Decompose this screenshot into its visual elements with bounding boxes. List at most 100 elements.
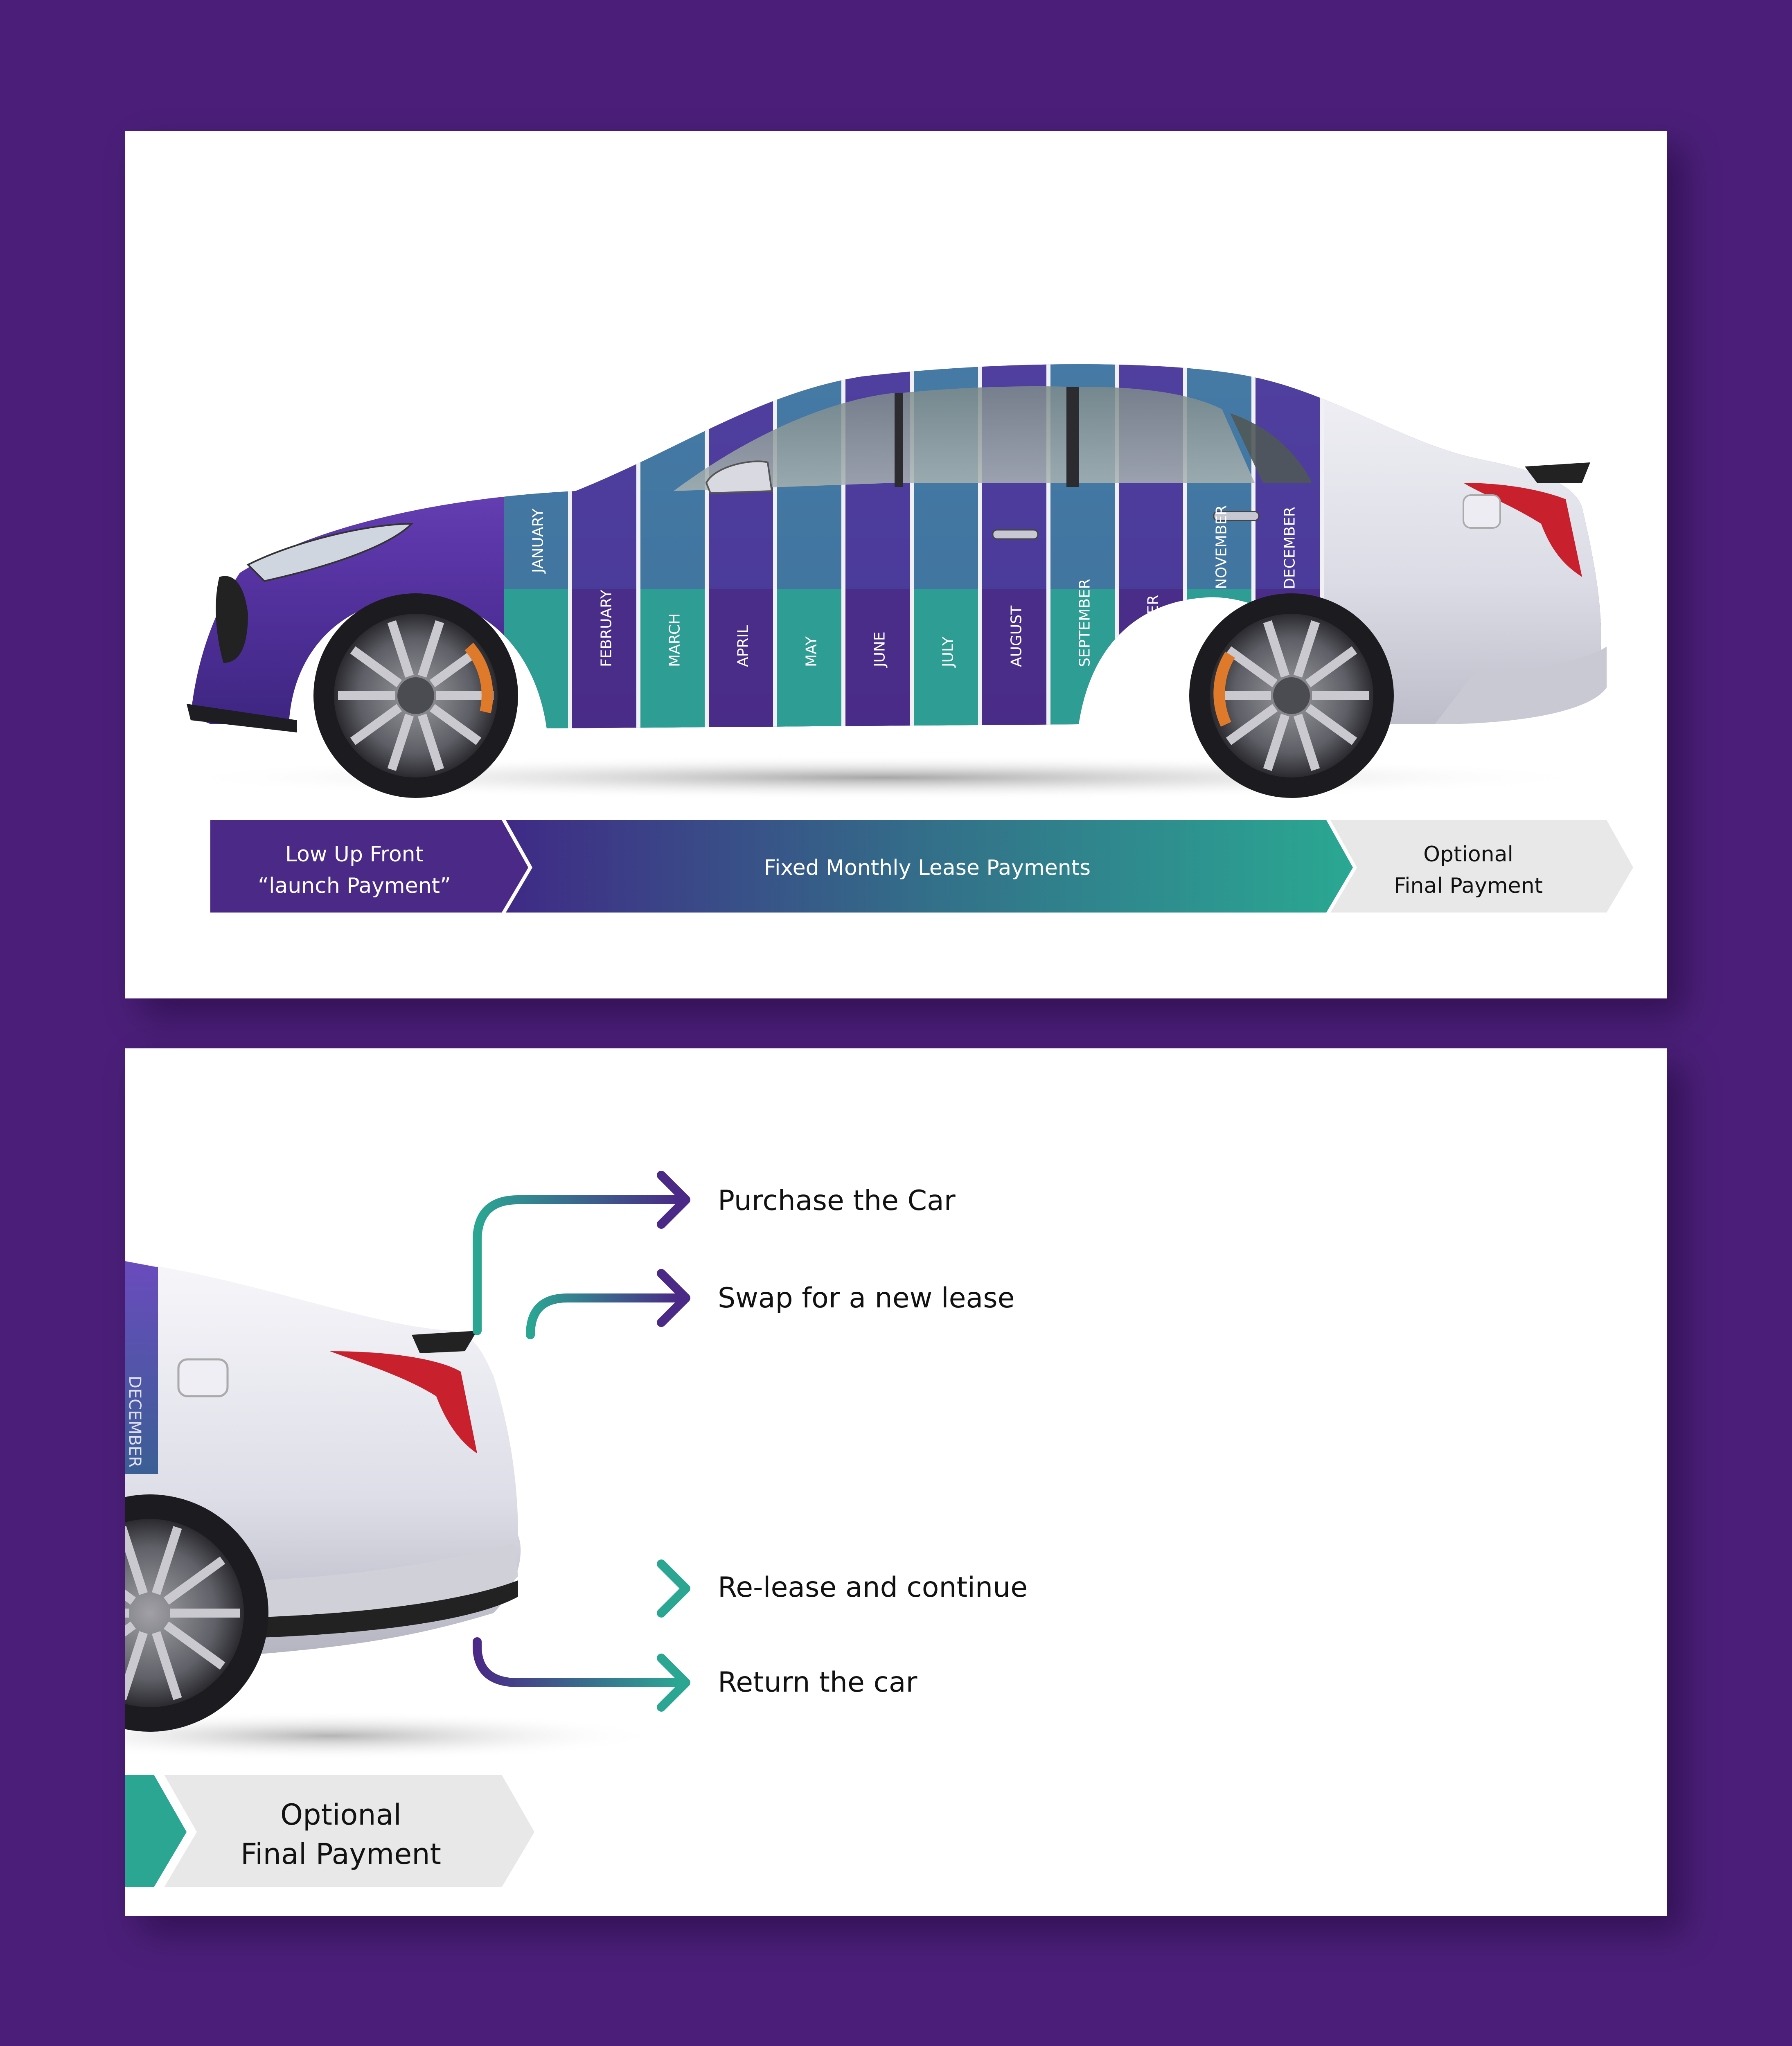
rear-wheel-fragment	[125, 1494, 268, 1732]
monthly-payments-chevron	[506, 820, 1353, 913]
wheel-spoke	[163, 1556, 225, 1605]
rear-door-window	[1079, 387, 1255, 483]
wheel-spoke	[1226, 704, 1278, 745]
month-stripe-lower-april	[709, 589, 773, 728]
arrow-right-icon	[657, 1269, 690, 1327]
grille	[216, 576, 248, 663]
month-divider	[1115, 364, 1119, 728]
month-label-july: JULY	[940, 636, 957, 668]
month-divider	[1320, 364, 1324, 728]
option-purchase-label: Purchase the Car	[718, 1185, 956, 1217]
final-payment-chevron	[164, 1775, 534, 1887]
launch-payment-chevron	[210, 820, 528, 913]
rear-brake-caliper	[1213, 651, 1235, 727]
month-label-november: NOVEMBER	[1213, 505, 1230, 589]
month-divider	[1183, 364, 1187, 728]
month-stripe-lower-june	[845, 589, 910, 728]
lease-overview-diagram: JANUARYFEBRUARYMARCHAPRILMAYJUNEJULYAUGU…	[166, 364, 1633, 913]
month-label-september: SEPTEMBER	[1077, 579, 1093, 667]
wheel-spoke	[1305, 646, 1357, 687]
wheel-spoke	[151, 1631, 182, 1700]
final-payment-label-line2: Final Payment	[241, 1837, 441, 1871]
month-label-december: DECEMBER	[1282, 507, 1298, 589]
month-label-october: OCTOBER	[1145, 595, 1162, 667]
wheel-spoke	[163, 1621, 225, 1670]
month-stripe-lower-may	[777, 589, 841, 728]
month-stripe-lower-july	[914, 589, 978, 728]
payment-timeline: Low Up Front “launch Payment” Fixed Mont…	[210, 820, 1633, 913]
month-label-february: FEBRUARY	[598, 589, 615, 667]
wheel-spoke	[1293, 714, 1320, 771]
final-payment-label-line2: Final Payment	[1394, 874, 1543, 898]
month-divider	[910, 364, 914, 728]
rear-diffuser	[260, 1580, 518, 1638]
fuel-door	[1463, 494, 1501, 529]
side-mirror	[705, 460, 773, 494]
monthly-payments-label: Fixed Monthly Lease Payments	[764, 856, 1091, 880]
swap-arrow-line	[526, 1293, 682, 1339]
front-brake-caliper	[464, 642, 493, 714]
month-divider	[841, 364, 845, 728]
wheel-spoke	[1293, 620, 1320, 678]
month-label-march: MARCH	[667, 613, 683, 667]
end-of-lease-diagram: DECEMBER	[125, 1171, 1028, 1887]
option-swap-label: Swap for a new lease	[718, 1282, 1014, 1314]
rear-spoiler	[412, 1331, 477, 1353]
rear-door-handle	[1213, 511, 1260, 521]
wheel-spoke	[1263, 620, 1290, 678]
month-label-may: MAY	[803, 636, 820, 667]
return-arrow-line	[473, 1637, 682, 1687]
rear-quarter-window	[1230, 413, 1312, 483]
wheel-spoke	[1226, 646, 1278, 687]
arrow-right-icon	[657, 1559, 690, 1618]
december-stripe-fragment	[125, 1261, 158, 1474]
month-label-june: JUNE	[872, 631, 888, 668]
option-return-label: Return the car	[718, 1666, 917, 1699]
month-label-january: JANUARY	[530, 508, 547, 574]
launch-payment-label-line1: Low Up Front	[285, 842, 424, 867]
front-wheel	[313, 593, 518, 798]
month-divider	[1251, 364, 1256, 728]
month-divider	[568, 364, 572, 728]
option-re-lease-label: Re-lease and continue	[718, 1571, 1028, 1604]
wheel-spoke	[350, 704, 402, 745]
final-payment-chevron	[1330, 820, 1633, 913]
wheel-spoke	[417, 620, 444, 678]
a-pillar	[895, 393, 903, 487]
option-arrows	[473, 1171, 690, 1712]
car-rear-illustration: DECEMBER	[125, 1261, 521, 1732]
wheel-spoke	[1305, 704, 1357, 745]
month-divider	[773, 364, 777, 728]
month-stripe-lower-august	[982, 589, 1046, 728]
wheel-spoke	[125, 1526, 148, 1595]
arrow-right-icon	[657, 1654, 690, 1712]
month-divider	[705, 364, 709, 728]
final-payment-timeline: Optional Final Payment	[125, 1775, 534, 1887]
final-payment-label-line1: Optional	[1423, 842, 1513, 867]
rear-spoiler	[1525, 462, 1590, 483]
wheel-spoke	[417, 714, 444, 771]
purchase-arrow-line	[473, 1195, 682, 1335]
wheel-spoke	[387, 714, 414, 771]
month-label-april: APRIL	[735, 625, 752, 667]
monthly-payments-chevron-tail	[125, 1775, 187, 1887]
month-divider	[1046, 364, 1050, 728]
end-of-lease-options-panel: DECEMBER	[125, 1048, 1667, 1916]
fuel-door	[177, 1358, 229, 1397]
wheel-spoke	[387, 620, 414, 678]
b-pillar	[1066, 387, 1079, 487]
month-divider	[978, 364, 982, 728]
tail-light	[330, 1351, 477, 1453]
rear-bumper	[260, 1544, 518, 1629]
front-door-window	[903, 386, 1066, 483]
headlight	[246, 523, 414, 582]
wheel-spoke	[350, 646, 402, 687]
front-splitter	[187, 704, 297, 732]
wheel-spoke	[151, 1526, 182, 1595]
launch-payment-label-line2: “launch Payment”	[258, 874, 451, 898]
month-stripe-lower-february	[572, 589, 636, 728]
rear-bumper	[1435, 647, 1607, 724]
tail-light	[1463, 483, 1582, 577]
